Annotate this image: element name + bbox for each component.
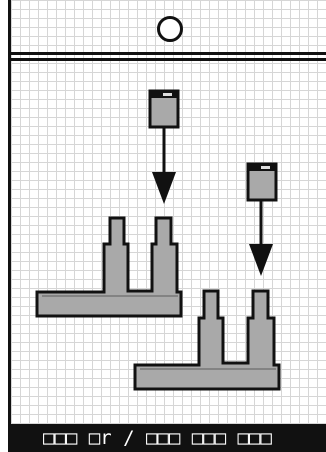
comb-block-right[interactable] [133, 289, 281, 391]
down-arrow-icon [249, 200, 273, 276]
down-arrow-icon [152, 127, 176, 204]
item-2 [133, 162, 281, 391]
item-1 [35, 89, 183, 318]
home-circle-button[interactable] [157, 16, 183, 42]
comb-block-left[interactable] [35, 216, 183, 318]
footer-label: □□□ □r / □□□ □□□ □□□ [11, 424, 326, 452]
small-card-icon[interactable] [148, 89, 180, 129]
top-toolbar [11, 0, 326, 61]
small-card-icon[interactable] [246, 162, 278, 202]
